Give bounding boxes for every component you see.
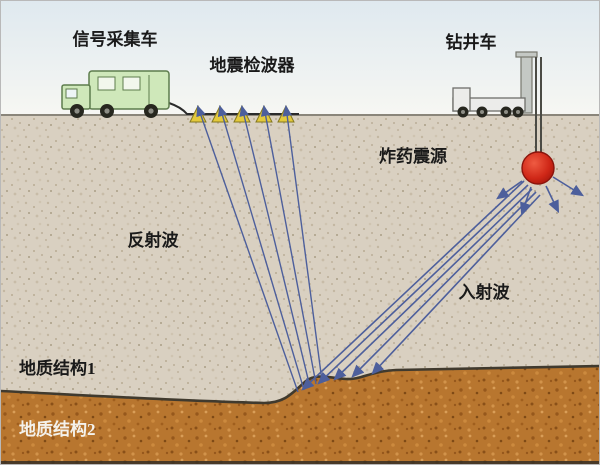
reflected-wave-arrows [196,104,323,393]
label-explosive-source: 炸药震源 [379,146,447,166]
blast-arrows [496,176,585,216]
label-reflected-wave: 反射波 [128,230,180,250]
explosive-source-icon [521,151,555,185]
incident-wave-arrows [301,180,541,391]
image-bottom-edge [1,461,599,464]
label-drill-truck: 钻井车 [446,32,497,52]
label-layer-2: 地质结构2 [19,419,96,439]
layer-boundary-line [1,364,599,405]
drill-truck [452,51,542,153]
label-geophone: 地震检波器 [210,55,296,75]
geophone-cable [168,102,299,115]
label-signal-truck: 信号采集车 [73,29,158,49]
label-incident-wave: 入射波 [459,282,511,302]
ground-layer-2 [1,366,599,464]
signal-truck [61,70,170,118]
label-layer-1: 地质结构1 [19,358,96,378]
